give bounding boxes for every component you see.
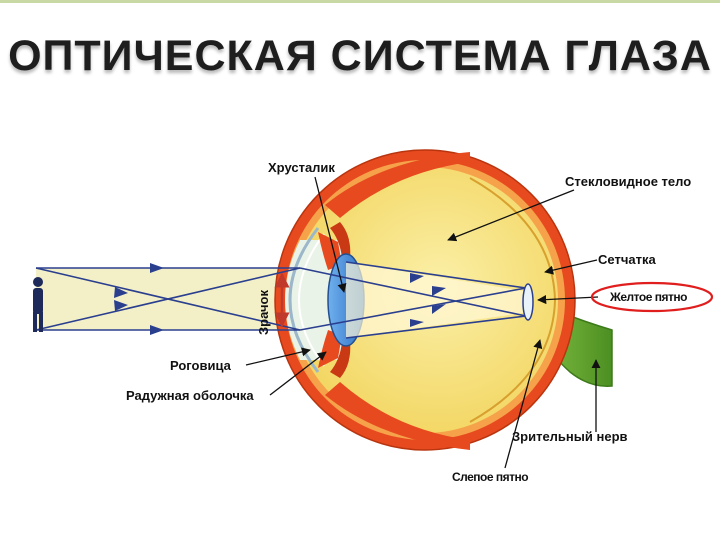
cornea-label: Роговица [170,358,232,373]
iris-label: Радужная оболочка [126,388,254,403]
optic-nerve-label: Зрительный нерв [512,429,628,444]
retina-image [523,284,533,320]
retina-label: Сетчатка [598,252,656,267]
pupil-label: Зрачок [256,290,271,335]
lens-label: Хрусталик [268,160,335,175]
blind-spot-label: Слепое пятно [452,470,528,484]
macula-label: Желтое пятно [609,290,687,304]
vitreous-label: Стекловидное тело [565,174,691,189]
